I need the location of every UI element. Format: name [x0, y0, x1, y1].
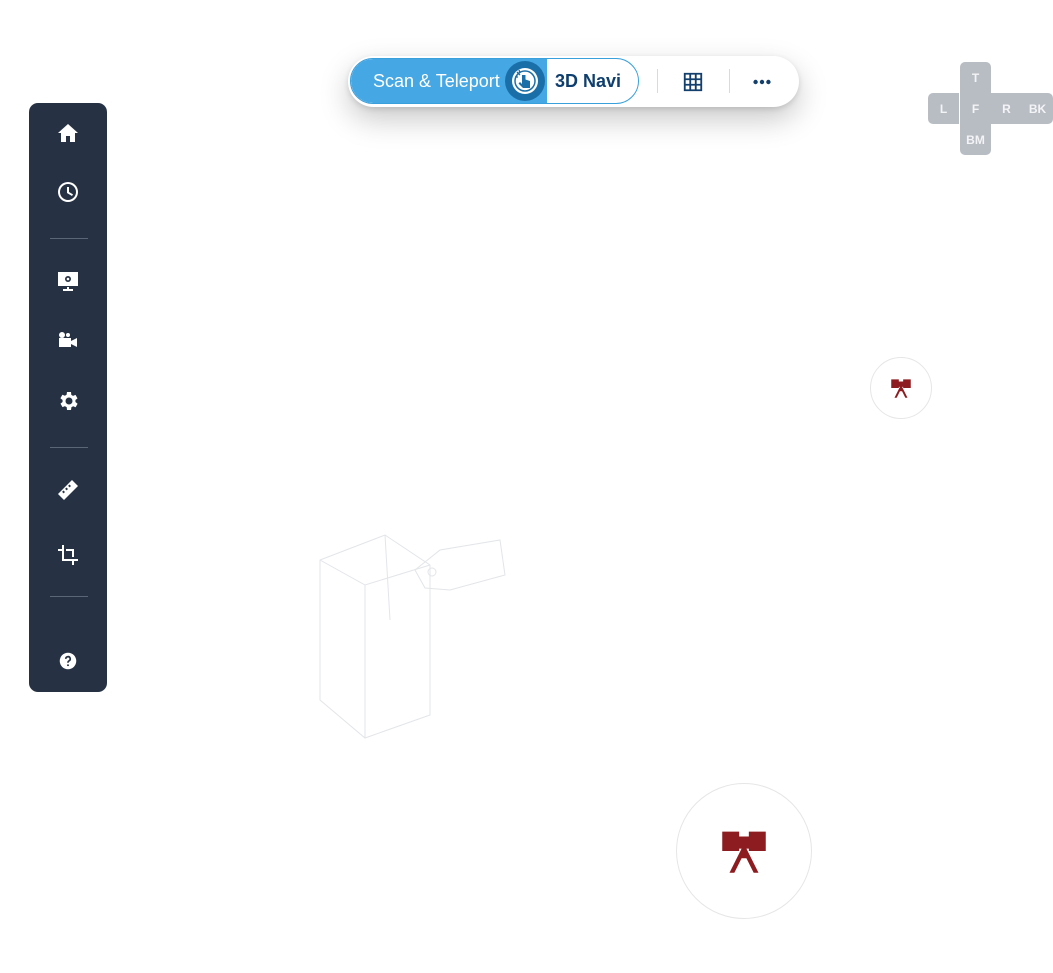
hand-touch-icon [512, 68, 538, 94]
help-button[interactable] [48, 641, 88, 681]
home-icon [58, 124, 78, 142]
view-cube-top-label: T [971, 70, 980, 85]
view-cube-front[interactable]: F [960, 93, 991, 124]
view-cube-right-label: R [1002, 101, 1011, 116]
view-cube-top[interactable]: T [960, 62, 991, 93]
scan-point-marker-active[interactable] [676, 783, 812, 919]
presentation-settings-button[interactable] [48, 261, 88, 301]
camera-settings-button[interactable] [48, 321, 88, 361]
tripod-scanner-icon [891, 379, 911, 398]
3d-navi-mode[interactable]: 3D Navi [555, 59, 621, 103]
settings-button[interactable] [48, 381, 88, 421]
view-cube-back-label: BK [1028, 101, 1047, 116]
presentation-settings-icon [58, 272, 78, 291]
grid-view-button[interactable] [675, 64, 711, 100]
history-icon [58, 182, 78, 202]
more-horizontal-icon [753, 79, 771, 85]
scan-point-marker[interactable] [870, 357, 932, 419]
navigation-mode-toggle[interactable]: Scan & Teleport 3D Navi [350, 58, 639, 104]
scene-wireframe [319, 534, 506, 739]
crop-icon [58, 545, 78, 565]
3d-navi-label: 3D Navi [555, 70, 622, 91]
toolbar-separator [657, 69, 658, 93]
home-button[interactable] [48, 113, 88, 153]
view-cube-left-label: L [939, 101, 948, 116]
grid-icon [683, 72, 703, 92]
crop-button[interactable] [48, 535, 88, 575]
sidebar-divider [50, 447, 88, 448]
tripod-scanner-icon [722, 831, 766, 873]
view-cube-bottom-label: BM [966, 132, 985, 147]
sidebar-divider [50, 596, 88, 597]
view-cube-back[interactable]: BK [1022, 93, 1053, 124]
measure-button[interactable] [48, 470, 88, 510]
sidebar-divider [50, 238, 88, 239]
scan-teleport-label: Scan & Teleport [373, 70, 500, 91]
more-options-button[interactable] [744, 64, 780, 100]
view-cube-right[interactable]: R [991, 93, 1022, 124]
view-cube-front-label: F [971, 101, 980, 116]
left-sidebar [29, 103, 107, 692]
top-toolbar: Scan & Teleport 3D Navi [348, 56, 799, 107]
help-icon [59, 652, 77, 670]
history-button[interactable] [48, 172, 88, 212]
mode-toggle-knob[interactable] [505, 61, 545, 101]
gear-icon [60, 392, 78, 410]
view-cube-left[interactable]: L [928, 93, 959, 124]
ruler-icon [58, 480, 78, 500]
camera-settings-icon [59, 332, 77, 347]
view-cube-bottom[interactable]: BM [960, 124, 991, 155]
toolbar-separator [729, 69, 730, 93]
